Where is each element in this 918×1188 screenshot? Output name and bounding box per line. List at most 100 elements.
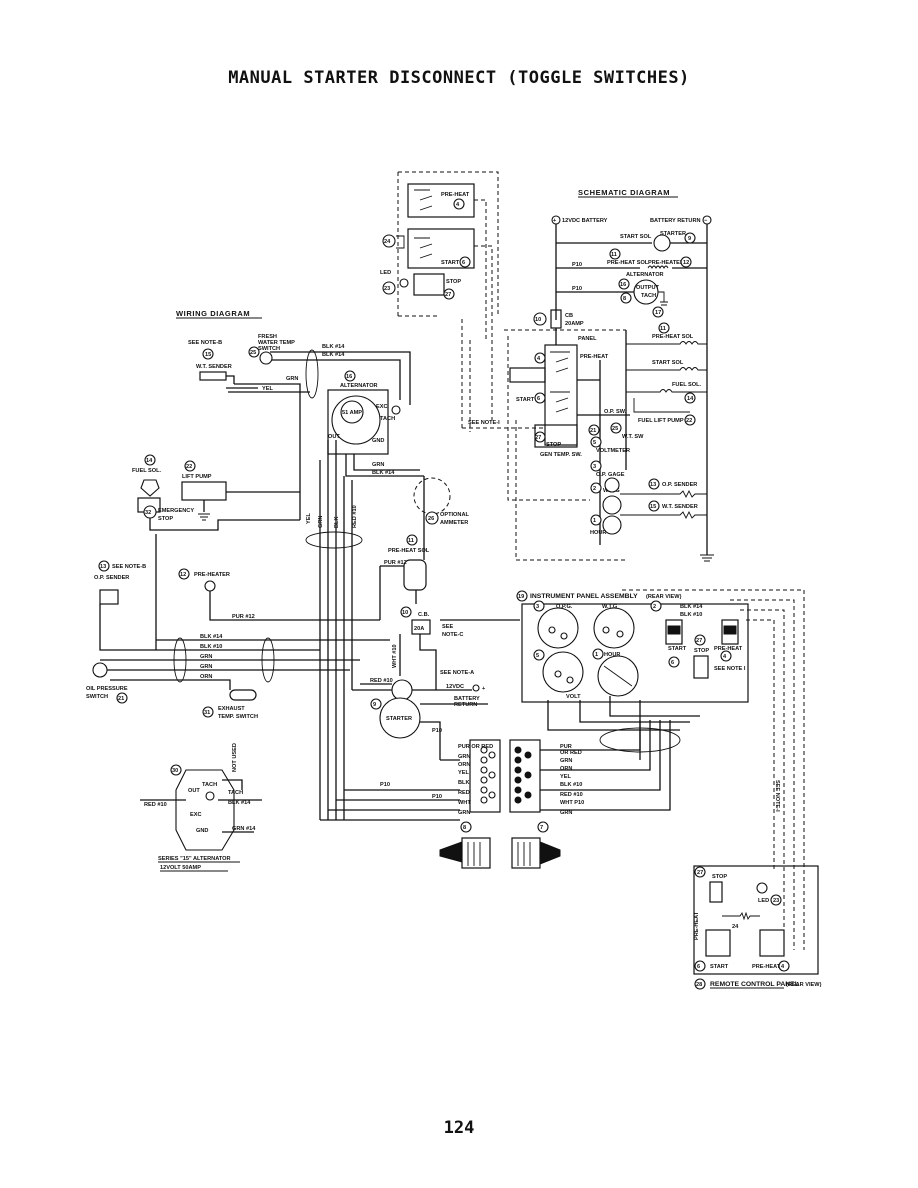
schematic-heading: SCHEMATIC DIAGRAM [578,188,670,197]
diagram-label: GRN [318,516,324,528]
diagram-label: 2 [653,604,656,610]
diagram-label: 12VOLT 50AMP [160,865,201,871]
diagram-label: BLK [458,780,470,786]
diagram-label: PRE-HEAT SOL [388,548,430,554]
diagram-label: START [668,646,687,652]
diagram-label: 24 [732,924,739,930]
diagram-label: WHT #10 [392,644,398,668]
diagram-label: 5 [536,653,539,659]
diagram-label: (REAR VIEW) [646,594,682,600]
diagram-label: OUT [188,788,200,794]
diagram-label: ORN [560,766,572,772]
diagram-label: OPTIONAL [440,512,469,518]
diagram-label: 16 [346,374,352,380]
diagram-label: PRE-HEAT [714,646,743,652]
diagram-label: P10 [572,262,582,268]
switch-4-num: 4 [456,202,460,208]
diagram-label: 6 [697,964,700,970]
diagram-label: ORN [458,762,470,768]
diagram-label: O.P. GAGE [596,472,625,478]
diagram-label: SEE NOTE-I [468,420,500,426]
diagram-label: SEE NOTE-B [188,340,222,346]
diagram-label: P10 [432,728,442,734]
diagram-label: O.P. SENDER [662,482,697,488]
diagram-label: 10 [402,610,408,616]
diagram-label: FRESH [258,334,277,340]
diagram-label: BLK #10 [200,644,222,650]
diagram-label: WHT P10 [560,800,584,806]
page-title: MANUAL STARTER DISCONNECT (TOGGLE SWITCH… [228,68,690,88]
diagram-label: + [553,218,557,224]
diagram-label: GRN [286,376,298,382]
diagram-label: 1 [593,518,596,524]
diagram-label: 12 [683,260,689,266]
diagram-label: 27 [697,870,703,876]
wiring-heading: WIRING DIAGRAM [176,309,250,318]
diagram-label: 11 [611,252,617,258]
diagram-label: OUT [328,434,340,440]
diagram-label: RED #10 [560,792,583,798]
diagram-label: BATTERY [454,696,480,702]
diagram-label: 11 [660,326,666,332]
diagram-label: GRN [200,654,212,660]
diagram-label: 21 [590,428,596,434]
diagram-label: YEL [458,770,469,776]
diagram-label: 13 [100,564,106,570]
diagram-label: EMERGENCY [158,508,194,514]
diagram-label: 2 [593,486,596,492]
diagram-label: 23 [384,286,390,292]
diagram-label: 20AMP [565,321,584,327]
diagram-label: 16 [620,282,626,288]
diagram-label: P10 [380,782,390,788]
diagram-label: OR RED [560,750,582,756]
diagram-label: SEE NOTE-I [774,780,780,812]
diagram-label: STOP [446,279,461,285]
top-switch-stack: 4 PRE-HEAT 6 START 24 LED 23 STOP 27 [380,171,499,420]
diagram-label: BLK #14 [680,604,703,610]
diagram-label: 31 [204,710,210,716]
diagram-label: TACH [641,293,656,299]
diagram-label: GRN [560,758,572,764]
diagram-label: WHT [458,800,471,806]
diagram-label: 15 [650,504,656,510]
preheat-switch-label: PRE-HEAT [441,192,470,198]
diagram-label: PRE-HEATER [194,572,230,578]
diagram-label: (REAR VIEW) [786,982,822,988]
diagram-label: SEE NOTE I [714,666,746,672]
diagram-label: W.T. SENDER [662,504,698,510]
diagram-label: BLK #14 [322,344,345,350]
diagram-label: GRN [200,664,212,670]
diagram-label: 25 [250,350,256,356]
diagram-label: LED [380,270,391,276]
diagram-label: EXC [376,404,388,410]
diagram-label: 9 [373,702,376,708]
diagram-label: 6 [462,260,465,266]
diagram-label: O.P. SENDER [94,575,129,581]
series-15-alternator: 30 OUT TACH EXC GND NOT USED RED #10 BLK… [140,743,262,872]
diagram-label: BATTERY RETURN [650,218,701,224]
diagram-label: 12VDC BATTERY [562,218,608,224]
diagram-label: NOTE-C [442,632,463,638]
diagram-label: 21 [118,696,124,702]
diagram-label: BLK #10 [680,612,702,618]
diagram-label: 32 [145,510,151,516]
diagram-label: FUEL SOL. [672,382,702,388]
diagram-label: + [482,686,486,692]
diagram-label: PANEL [578,336,597,342]
diagram-label: ALTERNATOR [340,383,378,389]
diagram-label: W.T. SW [622,434,644,440]
diagram-label: LIFT PUMP [182,474,212,480]
diagram-label: TEMP. SWITCH [218,714,258,720]
schematic-diagram: SCHEMATIC DIAGRAM + 12VDC BATTERY BATTER… [462,188,714,562]
diagram-label: RED [458,790,470,796]
diagram-label: 3 [536,604,539,610]
diagram-label: BLK #10 [560,782,582,788]
diagram-label: PUR #12 [232,614,255,620]
diagram-label: 23 [773,898,779,904]
diagram-label: 11 [408,538,414,544]
diagram-label: − [704,218,708,224]
page-number: 124 [443,1118,475,1138]
remote-control-panel: 27 STOP 23 LED 24 PRE-HEAT 6 START 4 PRE… [693,865,822,990]
diagram-label: OIL PRESSURE [86,686,128,692]
diagram-label: PRE-HEAT [694,911,700,940]
